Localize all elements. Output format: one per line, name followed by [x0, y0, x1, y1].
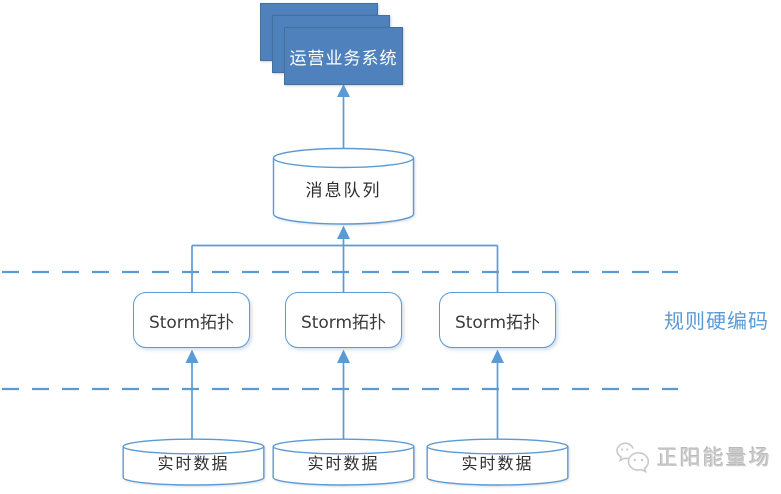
watermark: 正阳能量场	[615, 440, 772, 474]
realtime-data-cylinder-1	[122, 438, 265, 486]
cylinder-body	[122, 446, 265, 486]
cylinder-body	[426, 446, 569, 486]
annotation-rule-hardcoding: 规则硬编码	[664, 309, 769, 333]
arrowhead-queue-to-system	[337, 84, 350, 97]
realtime-data-label-3: 实时数据	[461, 454, 534, 473]
arrowhead-data2-to-storm2	[337, 349, 350, 363]
business-system-label: 运营业务系统	[289, 48, 398, 69]
cylinder-top	[426, 438, 569, 455]
cylinder-body	[272, 446, 415, 486]
arrowhead-data1-to-storm1	[185, 349, 199, 363]
storm-topology-box-2: Storm拓扑	[285, 292, 402, 348]
realtime-data-label-2: 实时数据	[307, 454, 380, 473]
watermark-label: 正阳能量场	[657, 446, 772, 470]
realtime-data-cylinder-2	[272, 438, 415, 486]
message-queue-cylinder	[272, 147, 415, 225]
message-queue-label: 消息队列	[305, 180, 382, 201]
business-system-card-front	[284, 27, 403, 85]
cylinder-body	[272, 158, 415, 225]
wechat-bubbles-icon	[616, 442, 650, 474]
cylinder-top	[272, 147, 415, 169]
arrowhead-data3-to-storm3	[491, 349, 504, 363]
storm-topology-box-3: Storm拓扑	[439, 292, 556, 348]
cylinder-top	[122, 438, 265, 455]
realtime-data-cylinder-3	[426, 438, 569, 486]
storm-topology-box-1: Storm拓扑	[133, 292, 250, 348]
realtime-data-label-1: 实时数据	[157, 454, 230, 473]
cylinder-top	[272, 438, 415, 455]
arrowhead-branch-to-queue	[337, 225, 350, 239]
